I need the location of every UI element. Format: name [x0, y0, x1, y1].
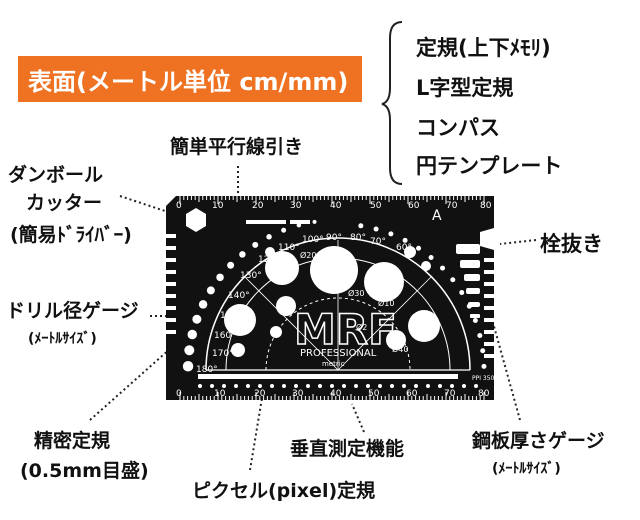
- callout-vertical-measure: 垂直測定機能: [290, 438, 405, 460]
- drill-gauge-holes: [182, 219, 487, 372]
- angle-110: 110°: [278, 243, 300, 253]
- leader-lines: [89, 166, 537, 471]
- top-scale-80: 80: [480, 201, 492, 211]
- svg-text:MRF: MRF: [294, 305, 397, 354]
- callout-bottle-opener: 栓抜き: [540, 232, 603, 256]
- pixel-ruler-holes: [198, 384, 478, 388]
- top-scale-20: 20: [252, 201, 264, 211]
- dim-30: Ø30: [348, 288, 364, 298]
- dim-2: Ø2: [356, 322, 367, 332]
- bottom-scale-30: 30: [292, 389, 304, 399]
- circle-template: [224, 246, 440, 357]
- corner-mark: A: [432, 208, 442, 224]
- angle-160: 160°: [214, 331, 236, 341]
- bottom-scale-80: 80: [478, 389, 490, 399]
- callout-steel-gauge-2: (ﾒｰﾄﾙｻｲｽﾞ): [492, 461, 561, 477]
- bottom-scale-20: 20: [254, 389, 266, 399]
- top-scale-70: 70: [446, 201, 458, 211]
- top-scale-0: 0: [176, 201, 182, 211]
- callout-cardboard-cutter: ダンボール: [8, 164, 104, 186]
- callout-precision-ruler-2: (0.5mm目盛): [20, 460, 149, 482]
- svg-text:PROFESSIONAL: PROFESSIONAL: [300, 348, 377, 359]
- callout-drill-gauge: ドリル径ゲージ: [6, 300, 139, 322]
- bottom-scale-10: 10: [214, 389, 226, 399]
- svg-text:metric: metric: [322, 360, 345, 368]
- bottom-scale-40: 40: [330, 389, 342, 399]
- mrf-logo: MRF PROFESSIONAL metric: [293, 304, 397, 368]
- ppi-label: PPI 350: [472, 375, 495, 382]
- angle-170: 170°: [212, 349, 234, 359]
- angle-70: 70°: [370, 237, 386, 247]
- feature-circle-template: 円テンプレート: [416, 154, 563, 178]
- parallel-line-slots: [246, 220, 310, 224]
- top-scale-50: 50: [370, 201, 382, 211]
- feature-compass: コンパス: [416, 116, 500, 140]
- feature-ruler: 定規(上下ﾒﾓﾘ): [416, 36, 551, 60]
- scale-ticks: [179, 196, 485, 400]
- angle-180: 180°: [196, 365, 218, 375]
- angle-140: 140°: [228, 291, 250, 301]
- callout-steel-gauge: 鋼板厚さゲージ: [472, 430, 605, 452]
- angle-60: 60°: [396, 243, 412, 253]
- feature-bracket: [381, 21, 403, 185]
- callout-drill-gauge-2: (ﾒｰﾄﾙｻｲｽﾞ): [28, 331, 97, 347]
- title-badge: 表面(メートル単位 cm/mm): [18, 56, 362, 102]
- dim-20: Ø20: [300, 250, 316, 260]
- dim-40: Ø40: [392, 344, 408, 354]
- feature-l-ruler: L字型定規: [416, 76, 514, 100]
- bottom-scale-70: 70: [444, 389, 456, 399]
- top-scale-30: 30: [290, 201, 302, 211]
- callout-cardboard-cutter-3: (簡易ﾄﾞﾗｲﾊﾞｰ): [10, 224, 132, 246]
- bottom-scale-0: 0: [176, 389, 182, 399]
- precision-ruler-slot: [198, 374, 458, 379]
- callout-pixel-ruler: ピクセル(pixel)定規: [192, 480, 376, 502]
- top-scale-60: 60: [408, 201, 420, 211]
- angle-130: 130°: [240, 271, 262, 281]
- bottom-scale-60: 60: [406, 389, 418, 399]
- callout-cardboard-cutter-2: カッター: [26, 192, 103, 214]
- steel-gauge-slots: [456, 244, 480, 318]
- bottom-scale-50: 50: [368, 389, 380, 399]
- angle-100: 100°: [302, 235, 324, 245]
- callout-precision-ruler: 精密定規: [34, 430, 111, 452]
- top-scale-40: 40: [330, 201, 342, 211]
- angle-80: 80°: [350, 233, 366, 243]
- angle-90: 90°: [326, 233, 342, 243]
- dim-10: Ø10: [378, 298, 394, 308]
- top-scale-10: 10: [212, 201, 224, 211]
- callout-parallel-lines: 簡単平行線引き: [170, 136, 304, 158]
